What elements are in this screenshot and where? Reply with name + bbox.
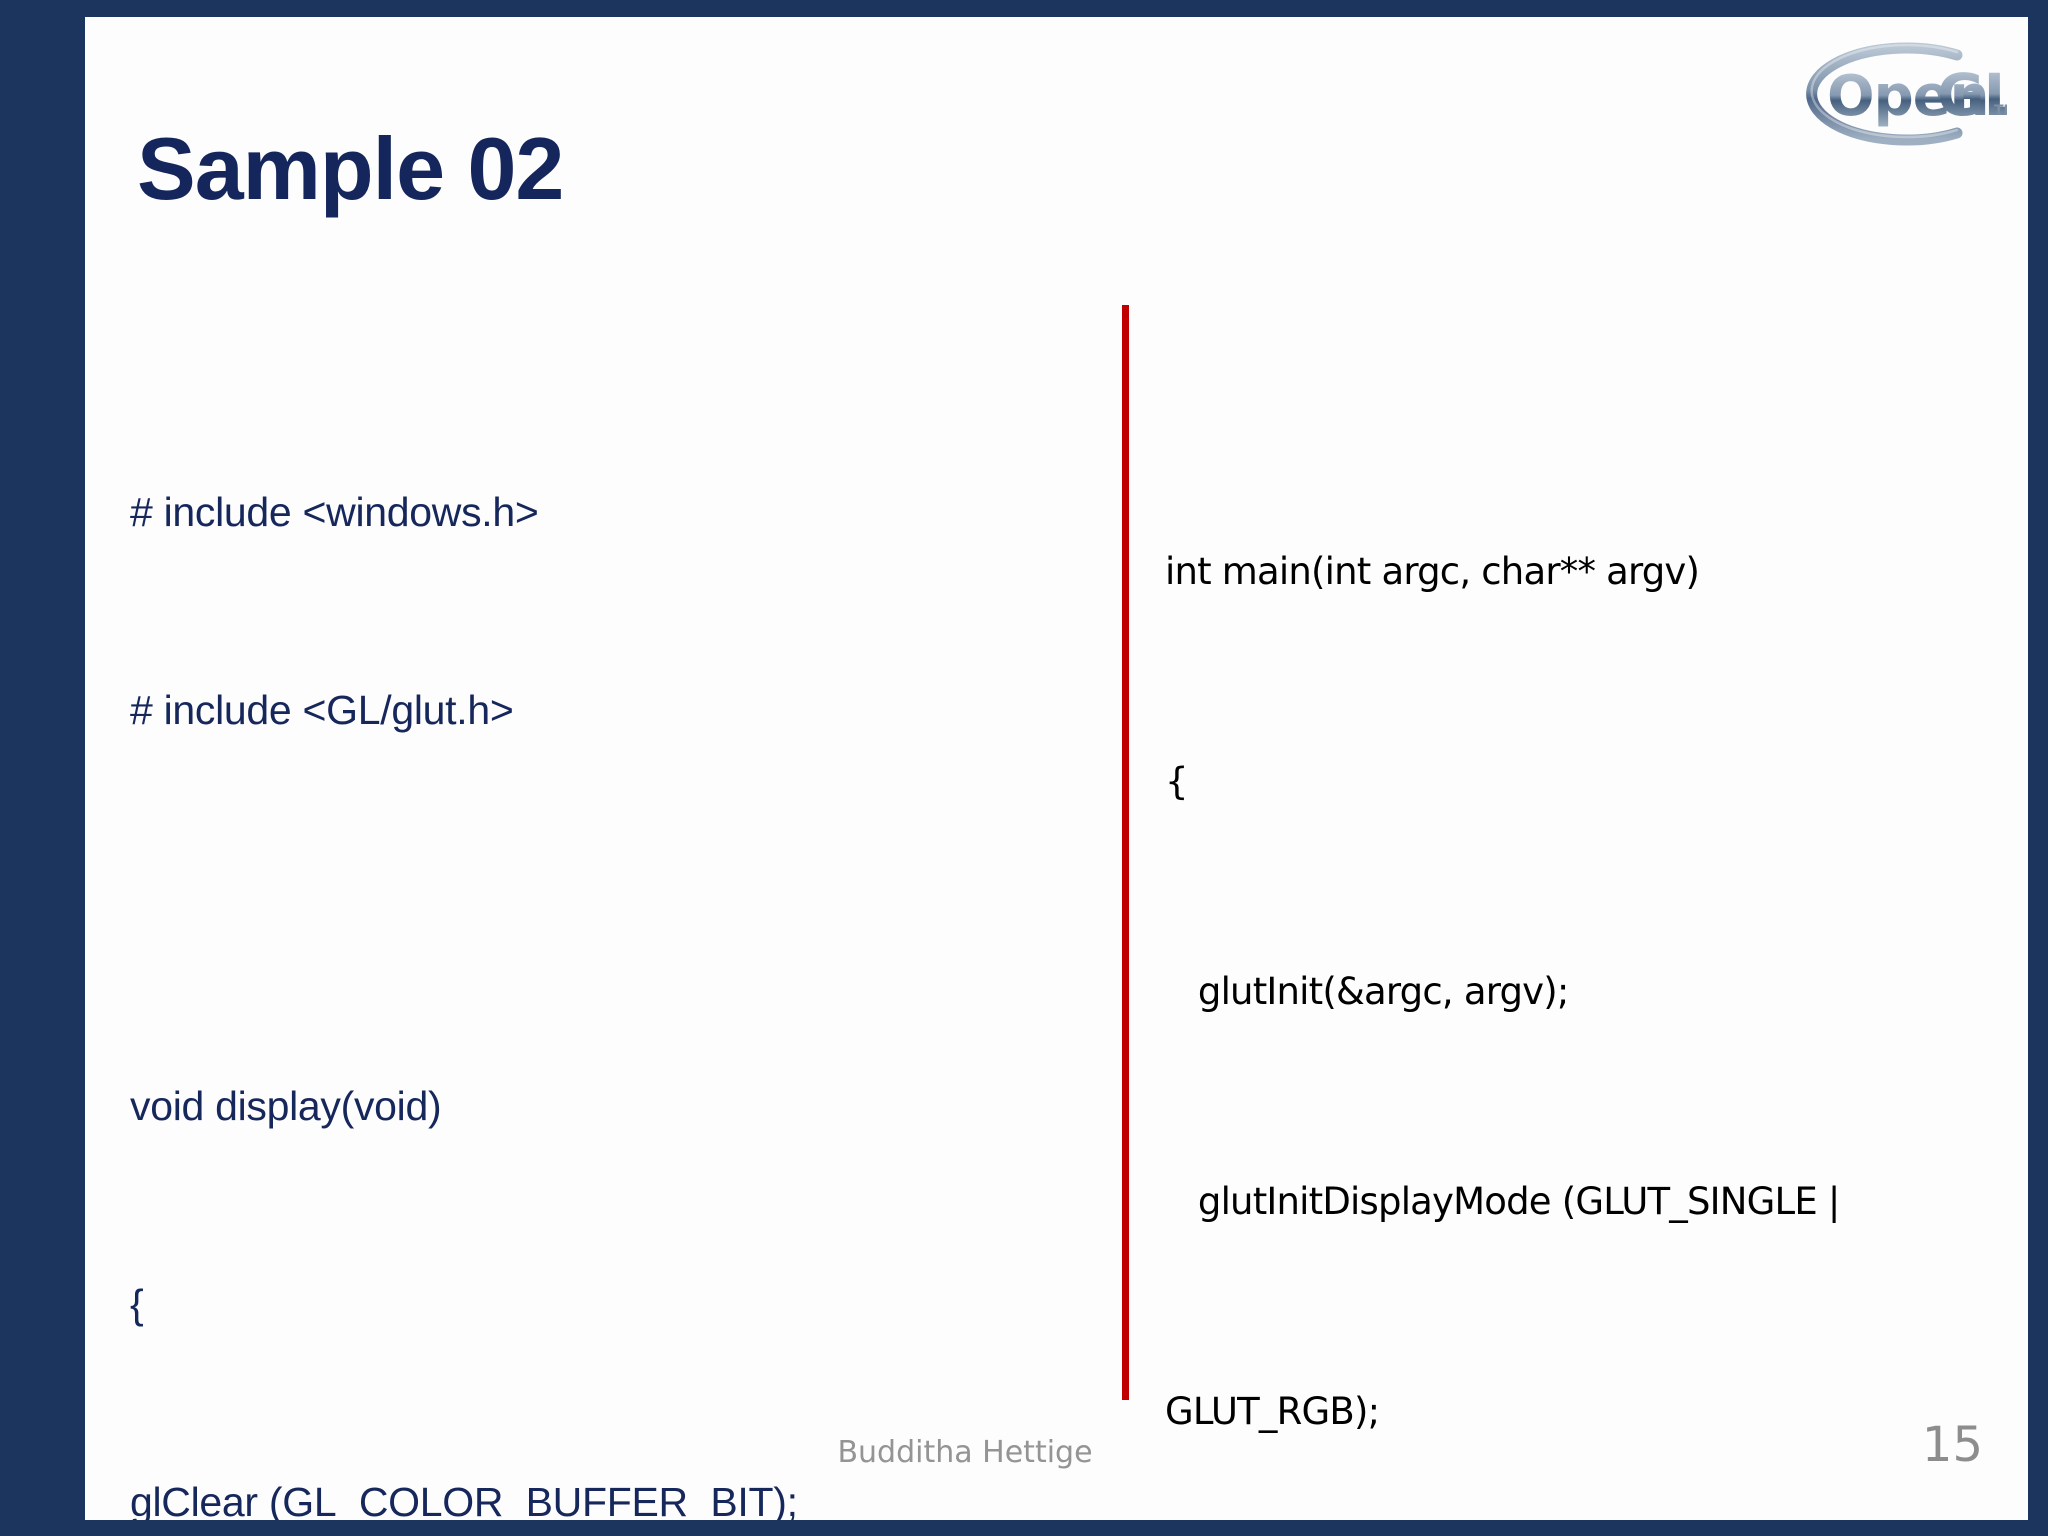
footer-author: Budditha Hettige bbox=[837, 1435, 1093, 1470]
code-line: glutInit(&argc, argv); bbox=[1165, 970, 1569, 1013]
code-line: glClear (GL_COLOR_BUFFER_BIT); bbox=[130, 1479, 798, 1520]
code-line: # include <windows.h> bbox=[130, 489, 539, 535]
svg-text:Open: Open bbox=[1827, 64, 1989, 129]
footer-page-number: 15 bbox=[1921, 1417, 1983, 1473]
code-line: void display(void) bbox=[130, 1083, 442, 1129]
code-line: # include <GL/glut.h> bbox=[130, 687, 514, 733]
code-line: { bbox=[130, 1281, 144, 1327]
code-line bbox=[130, 875, 1090, 941]
code-line: glutInitDisplayMode (GLUT_SINGLE | bbox=[1165, 1180, 1840, 1223]
code-block-display-function: # include <windows.h> # include <GL/glut… bbox=[130, 347, 1090, 1520]
code-line: int main(int argc, char** argv) bbox=[1165, 550, 1700, 593]
slide-canvas: Sample 02 bbox=[85, 17, 2028, 1520]
svg-text:TM: TM bbox=[1994, 103, 2007, 119]
opengl-logo: Open GL TM bbox=[1785, 35, 2021, 153]
code-line: { bbox=[1165, 760, 1189, 803]
column-divider bbox=[1122, 305, 1129, 1400]
page-title: Sample 02 bbox=[137, 119, 564, 218]
code-block-main-function: int main(int argc, char** argv) { glutIn… bbox=[1165, 397, 1995, 1520]
svg-text:GL: GL bbox=[1937, 61, 2007, 129]
code-line: GLUT_RGB); bbox=[1165, 1390, 1380, 1433]
